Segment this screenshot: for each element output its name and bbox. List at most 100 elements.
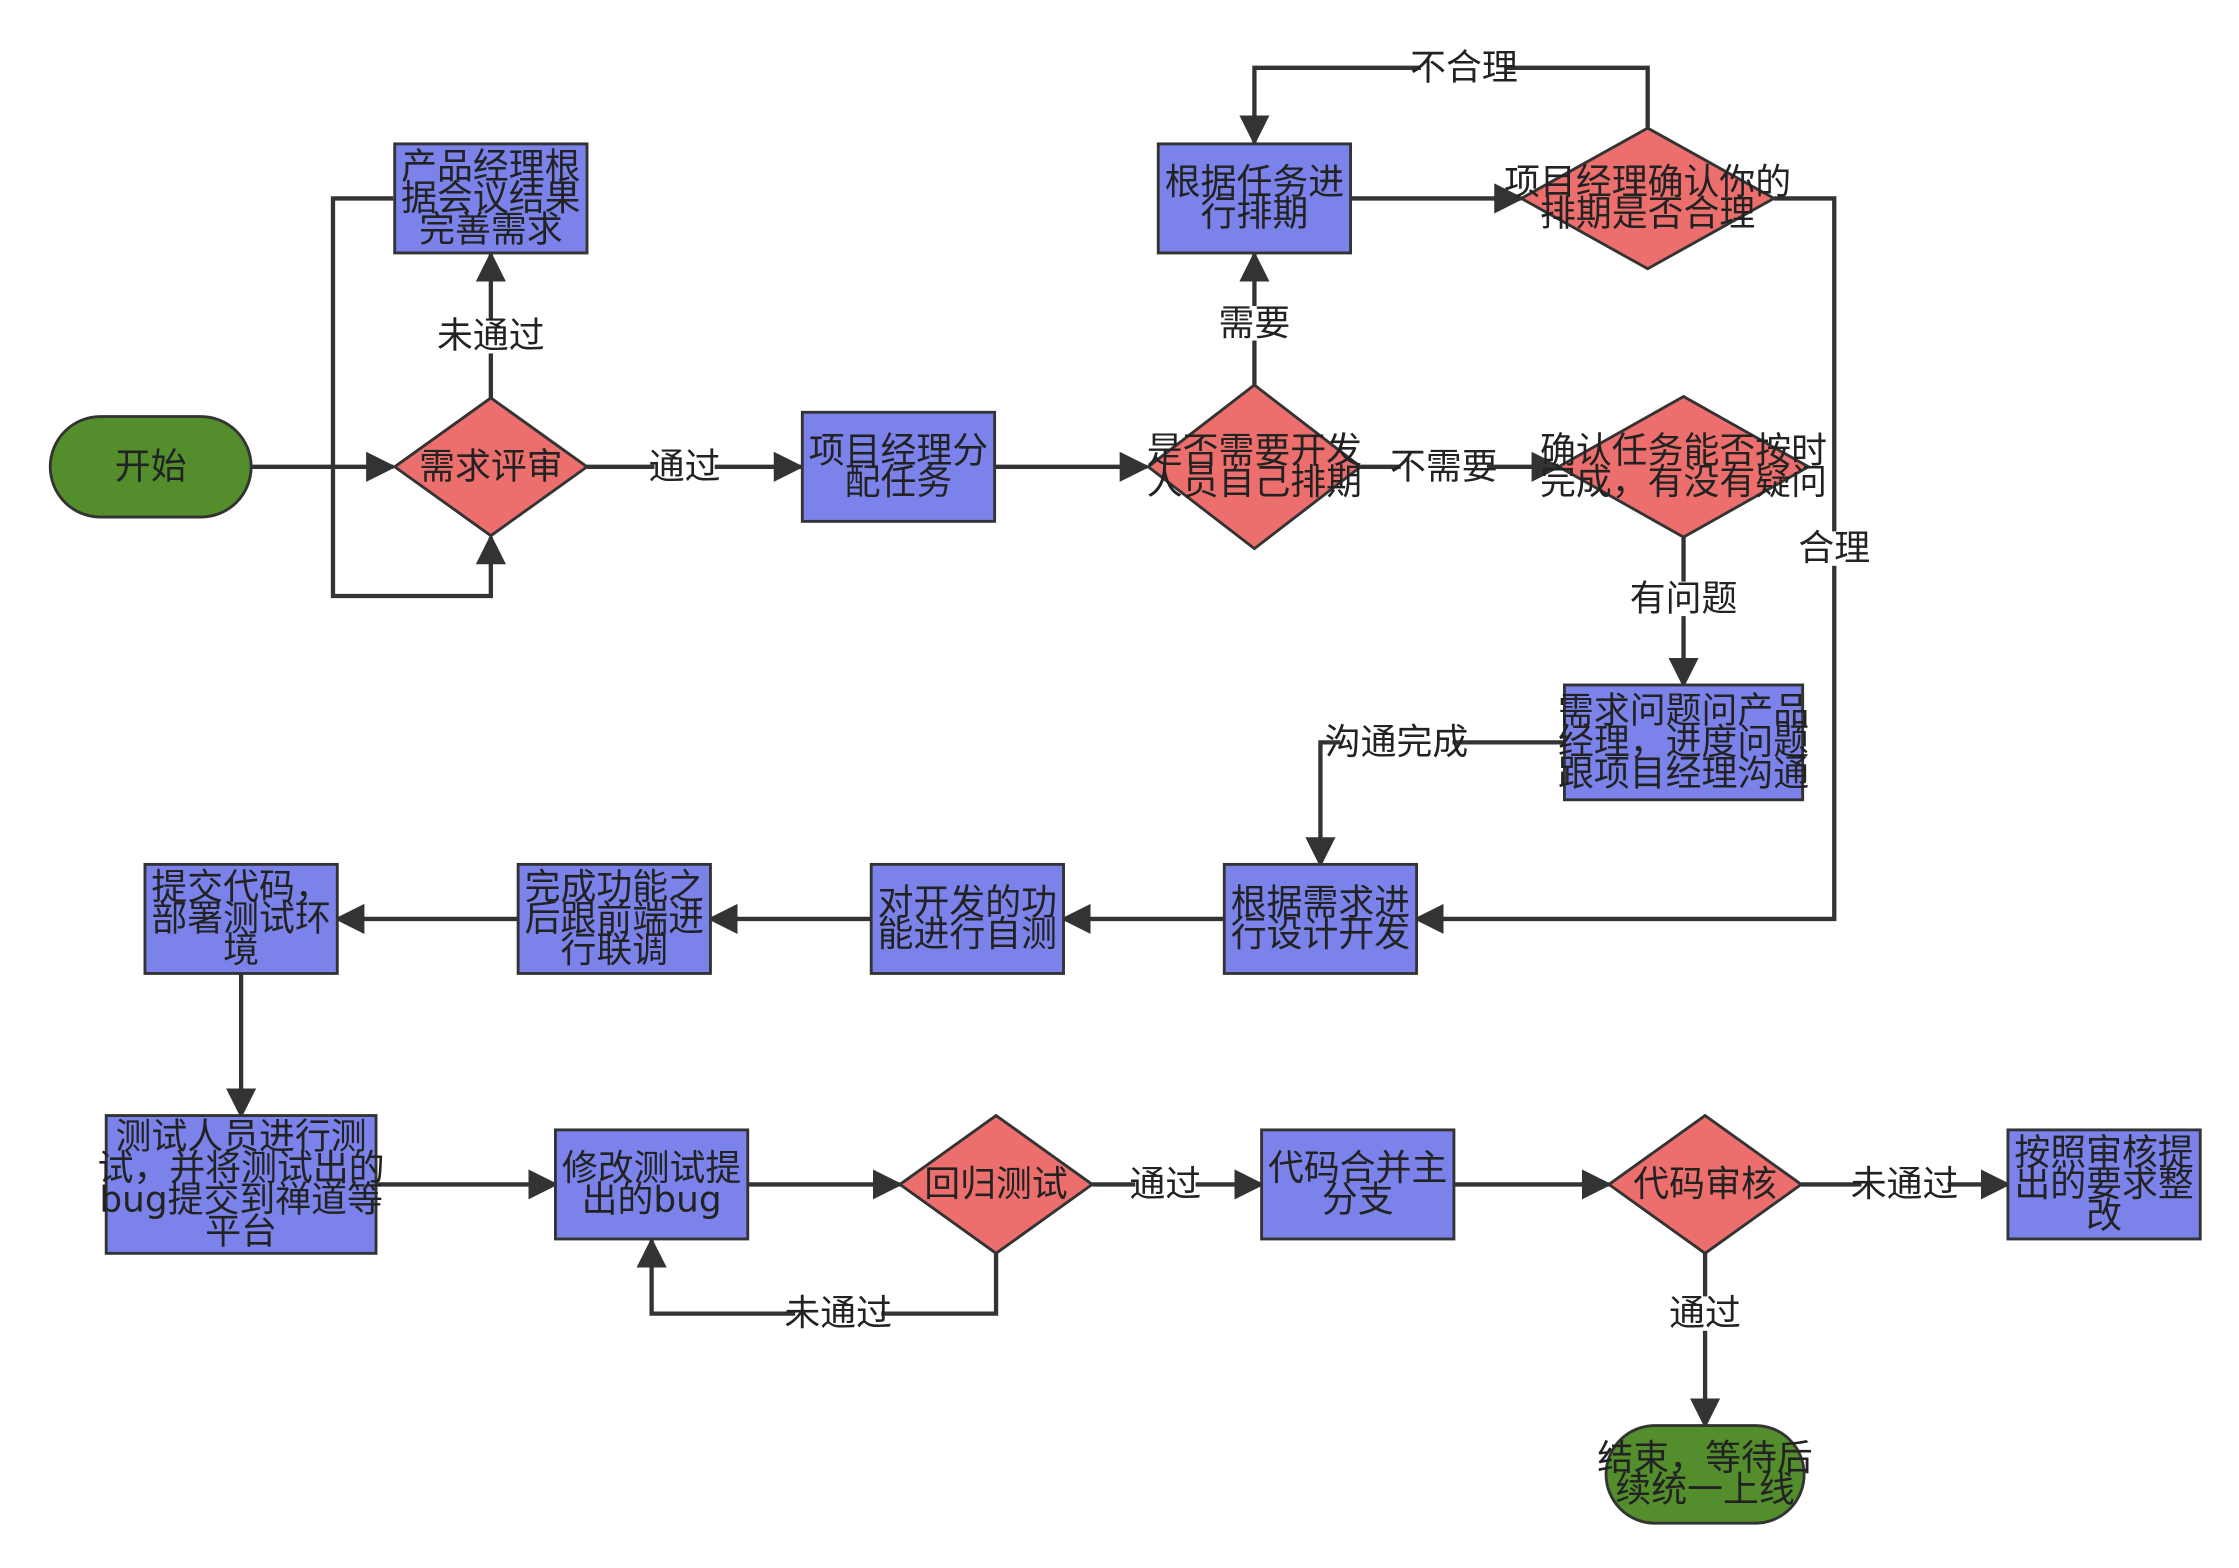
node-label-line: 需求评审: [419, 446, 563, 487]
node-label-line: 按照审核提: [2014, 1132, 2193, 1173]
process-box: [1222, 862, 1419, 975]
node-label-line: 经理，进度问题: [1558, 722, 1809, 763]
edge-label-background: [1135, 1167, 1196, 1202]
edge-label-background: [1224, 306, 1285, 341]
node-label-line: 出的bug: [582, 1180, 722, 1221]
edge-label-background: [1340, 725, 1453, 760]
process-box: [143, 862, 339, 975]
node-label-line: 行排期: [1201, 194, 1309, 235]
node-label-line: 结束，等待后: [1597, 1438, 1812, 1479]
edge-label-text: 沟通完成: [1325, 722, 1469, 763]
node-label-line: 需求问题问产品: [1558, 690, 1809, 731]
edge-label-review_pass: 通过: [649, 446, 721, 487]
node-label-line: 回归测试: [924, 1164, 1068, 1205]
edge-label-background: [1804, 531, 1865, 566]
edge-label-text: 需要: [1219, 303, 1291, 344]
process-box: [1156, 142, 1353, 255]
edge-label-comm_done: 沟通完成: [1325, 722, 1469, 763]
node-label-line: 产品经理根: [401, 146, 580, 187]
edge-label-cr_pass: 通过: [1669, 1293, 1741, 1334]
node-label-line: 提交代码，: [151, 867, 330, 908]
node-label-line: 代码审核: [1633, 1164, 1777, 1205]
edge-label-text: 未通过: [784, 1293, 892, 1334]
process-box: [104, 1114, 378, 1255]
edge-label-review_fail: 未通过: [437, 316, 545, 357]
edge-label-text: 合理: [1798, 528, 1870, 569]
process-box: [554, 1128, 750, 1241]
node-label-line: 续统一上线: [1615, 1470, 1794, 1511]
node-label-line: 排期是否合理: [1540, 194, 1755, 235]
edge-communicate-to-design: [1305, 740, 1565, 868]
edge-confirm-reasonable: [1413, 196, 1837, 934]
node-label-line: 行联调: [560, 930, 668, 971]
node-label-line: 行设计开发: [1231, 914, 1410, 955]
node-label-line: 配任务: [845, 462, 953, 503]
node-label-line: 项目经理分: [809, 431, 988, 472]
node-label-line: 据会议结果: [401, 178, 580, 219]
edge-label-text: 通过: [1669, 1293, 1741, 1334]
node-label-line: 完善需求: [419, 209, 563, 250]
edge-label-text: 通过: [649, 446, 721, 487]
decision-diamond: [1518, 126, 1777, 271]
node-label-line: 根据任务进: [1165, 162, 1344, 203]
edge-label-text: 不需要: [1390, 446, 1498, 487]
node-label-line: 后跟前端进: [525, 898, 704, 939]
node-label-line: bug提交到禅道等: [99, 1180, 383, 1221]
node-label-line: 确认任务能否按时: [1540, 431, 1827, 472]
node-label-line: 境: [223, 930, 259, 971]
node-start[interactable]: 开始: [48, 415, 253, 519]
terminal-shape: [1604, 1424, 1806, 1525]
edge-label-text: 不合理: [1410, 47, 1518, 88]
edge-label-reasonable: 合理: [1798, 528, 1870, 569]
edge-label-cr_fail: 未通过: [1851, 1164, 1959, 1205]
edge-review-loop: [330, 196, 506, 599]
node-code_review[interactable]: 代码审核: [1606, 1113, 1804, 1256]
node-label-line: 完成功能之: [525, 867, 704, 908]
edge-label-need: 需要: [1219, 303, 1291, 344]
node-label-line: 出的要求整: [2014, 1164, 2193, 1205]
process-box: [1562, 683, 1805, 802]
edge-label-background: [1674, 1296, 1736, 1331]
node-regression[interactable]: 回归测试: [897, 1113, 1095, 1256]
edge-label-regress_pass: 通过: [1130, 1164, 1202, 1205]
node-label-line: 是否需要开发: [1147, 431, 1362, 472]
node-label-line: 项目经理确认你的: [1504, 162, 1791, 203]
node-label-line: 修改测试提: [562, 1148, 741, 1189]
process-box: [516, 862, 712, 975]
edge-label-regress_fail: 未通过: [784, 1293, 892, 1334]
edge-label-background: [795, 1296, 882, 1331]
node-label-line: 测试人员进行测: [116, 1117, 367, 1158]
edge-label-background: [1420, 50, 1508, 86]
edge-label-unreasonable: 不合理: [1410, 47, 1518, 88]
node-label-line: 开始: [115, 446, 187, 487]
process-box: [393, 142, 589, 255]
edge-label-text: 通过: [1130, 1164, 1202, 1205]
edge-label-has_problem: 有问题: [1630, 578, 1738, 619]
decision-diamond: [1145, 383, 1363, 551]
node-label-line: 根据需求进: [1231, 883, 1410, 924]
node-label-line: 跟项目经理沟通: [1558, 753, 1809, 794]
node-req_review[interactable]: 需求评审: [392, 396, 590, 538]
decision-diamond: [1606, 1113, 1804, 1256]
terminal-shape: [48, 415, 253, 519]
edge-label-background: [1861, 1167, 1948, 1202]
decision-diamond: [1555, 394, 1812, 539]
node-label-line: 人员自己排期: [1147, 462, 1362, 503]
